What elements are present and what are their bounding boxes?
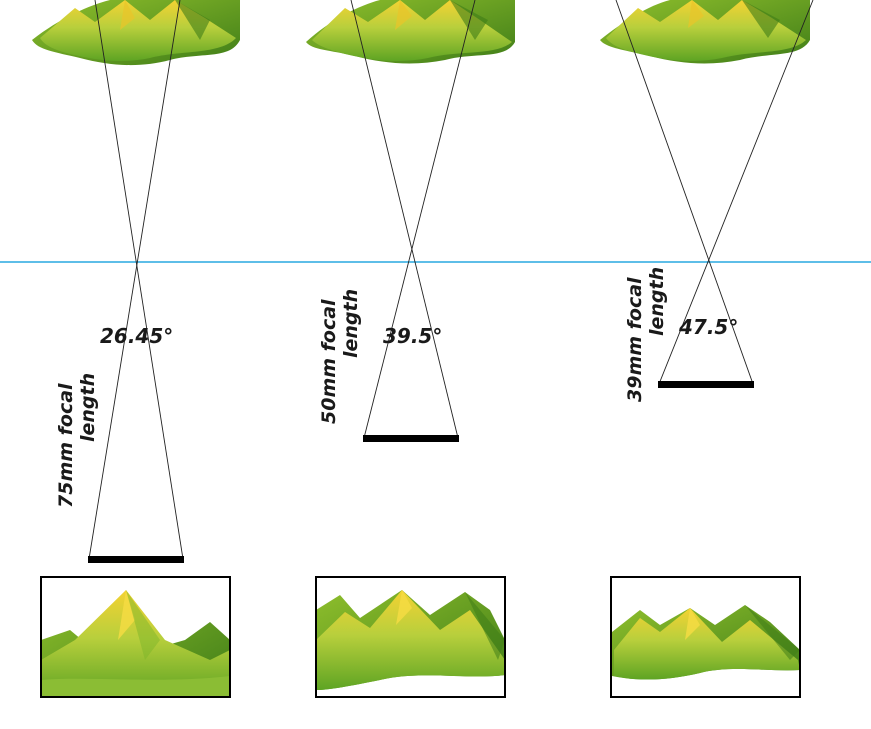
rays-39mm	[615, 0, 814, 385]
scene-mountain-50mm	[306, 0, 515, 64]
focal-label-50mm-line1: 50mm focal	[318, 299, 340, 424]
scene-mountain-75mm	[32, 0, 240, 66]
focal-label-39mm-line1: 39mm focal	[624, 277, 646, 402]
rays-75mm	[88, 0, 184, 560]
focal-label-75mm-line1: 75mm focal	[55, 383, 77, 508]
result-frame-39mm	[610, 576, 801, 698]
focal-label-75mm-line2: length	[77, 373, 99, 442]
angle-label-75mm: 26.45°	[100, 324, 173, 348]
frame-border-75mm	[40, 576, 231, 698]
result-frame-75mm	[40, 576, 231, 698]
scene-mountain-39mm	[600, 0, 810, 64]
sensor-bar-50mm	[363, 435, 459, 442]
sensor-bar-75mm	[88, 556, 184, 563]
focal-label-50mm: 50mm focal length	[318, 289, 362, 424]
sensor-bar-39mm	[658, 381, 754, 388]
ray-left-39mm	[615, 0, 754, 385]
ray-left-50mm	[350, 0, 459, 439]
focal-label-75mm: 75mm focal length	[55, 373, 99, 508]
ray-right-50mm	[363, 0, 476, 439]
frame-border-50mm	[315, 576, 506, 698]
angle-label-50mm: 39.5°	[383, 324, 442, 348]
ray-left-75mm	[94, 0, 184, 560]
focal-label-39mm: 39mm focal length	[624, 267, 668, 402]
ray-right-39mm	[658, 0, 814, 385]
focal-label-39mm-line2: length	[646, 267, 668, 336]
rays-50mm	[350, 0, 476, 439]
focal-label-50mm-line2: length	[340, 289, 362, 358]
result-frame-50mm	[315, 576, 506, 698]
angle-label-39mm: 47.5°	[678, 315, 738, 339]
ray-right-75mm	[88, 0, 181, 560]
frame-border-39mm	[610, 576, 801, 698]
